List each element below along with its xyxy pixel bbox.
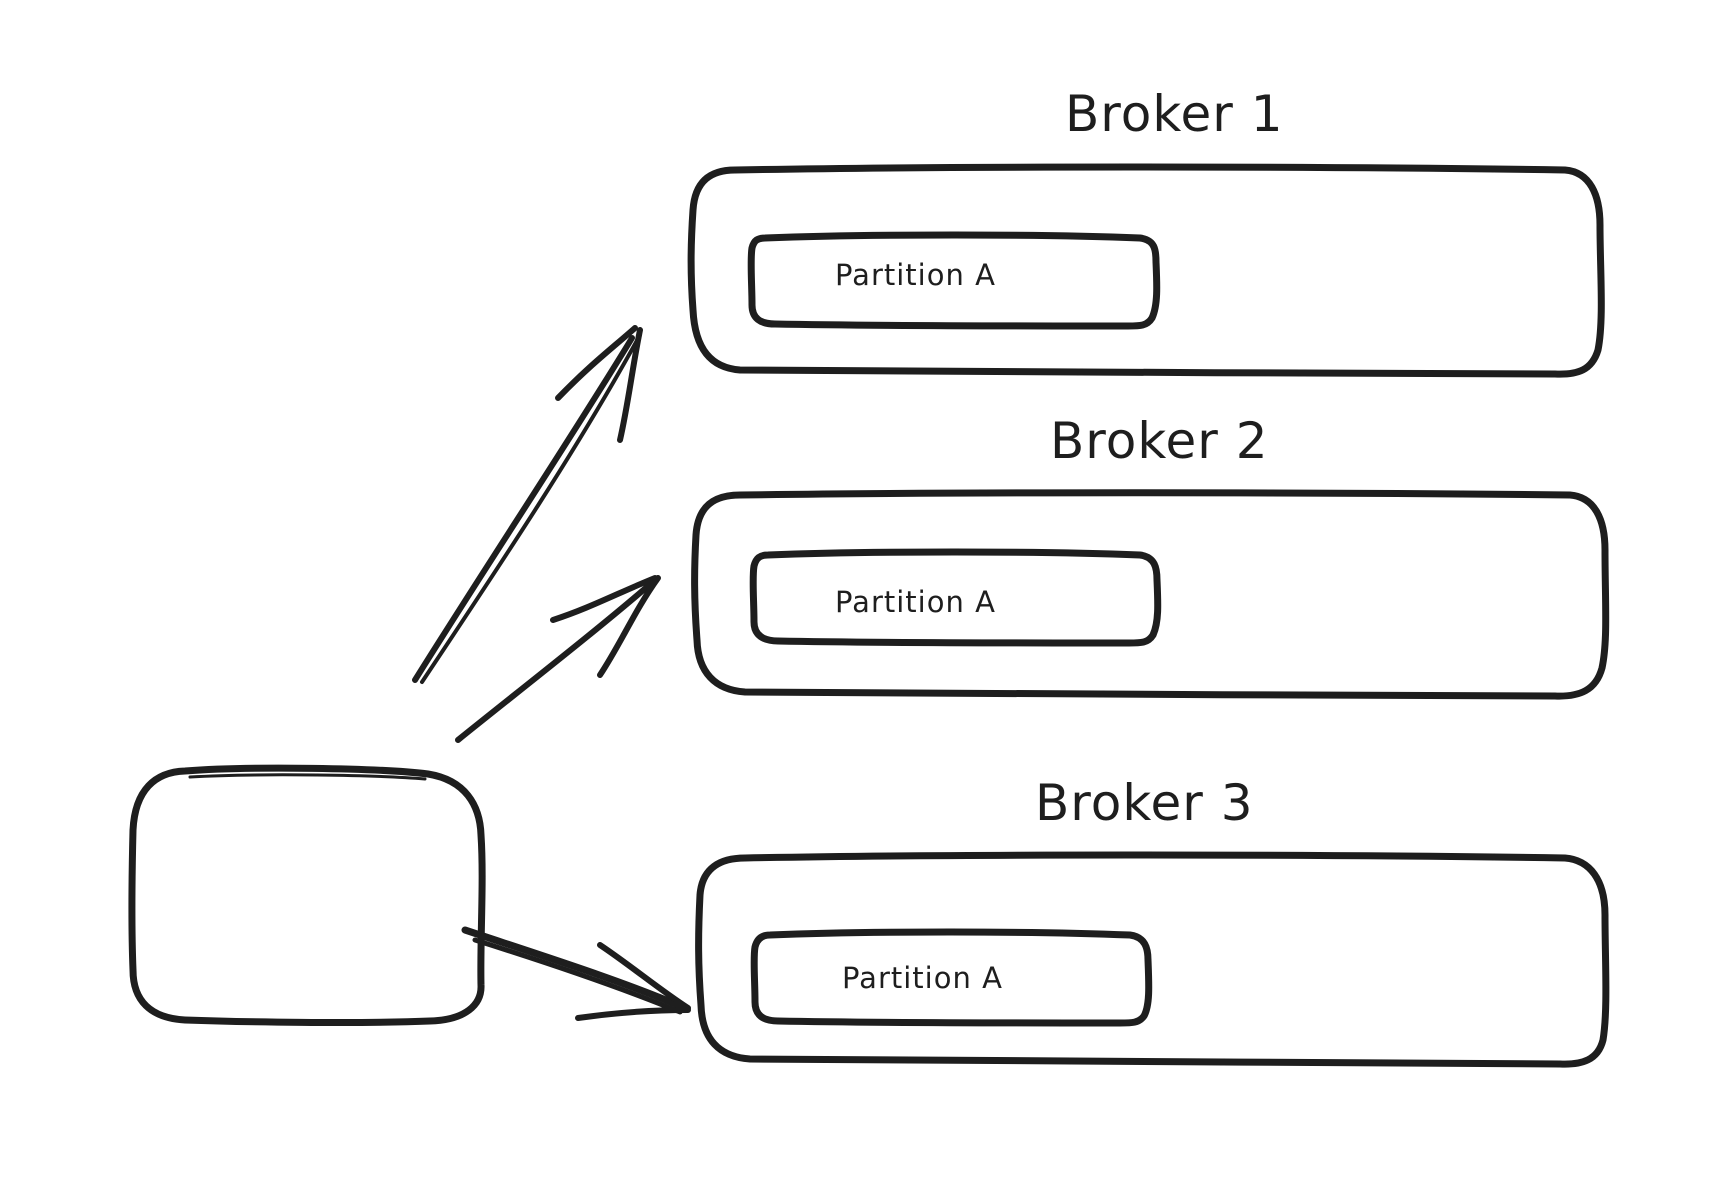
arrow-to-broker-2 (455, 575, 661, 743)
broker-2-title: Broker 2 (1050, 412, 1269, 470)
broker-3-partition: Partition A (750, 928, 1153, 1027)
arrow-to-broker-1 (412, 325, 643, 684)
broker-3: Broker 3 Partition A (695, 774, 1610, 1068)
broker-1-container (687, 163, 1605, 378)
arrow-to-broker-3 (461, 926, 691, 1021)
producer-box (128, 764, 486, 1027)
broker-1: Broker 1 Partition A (687, 85, 1605, 378)
broker-3-container (695, 851, 1610, 1068)
broker-2-partition-label: Partition A (835, 585, 996, 619)
broker-2-partition: Partition A (749, 548, 1162, 647)
broker-1-title: Broker 1 (1065, 85, 1284, 143)
broker-1-partition: Partition A (747, 231, 1161, 330)
broker-2: Broker 2 Partition A (691, 412, 1610, 700)
broker-2-container (691, 489, 1610, 700)
broker-3-partition-label: Partition A (842, 961, 1003, 995)
broker-1-partition-label: Partition A (835, 258, 996, 292)
broker-3-title: Broker 3 (1035, 774, 1254, 832)
